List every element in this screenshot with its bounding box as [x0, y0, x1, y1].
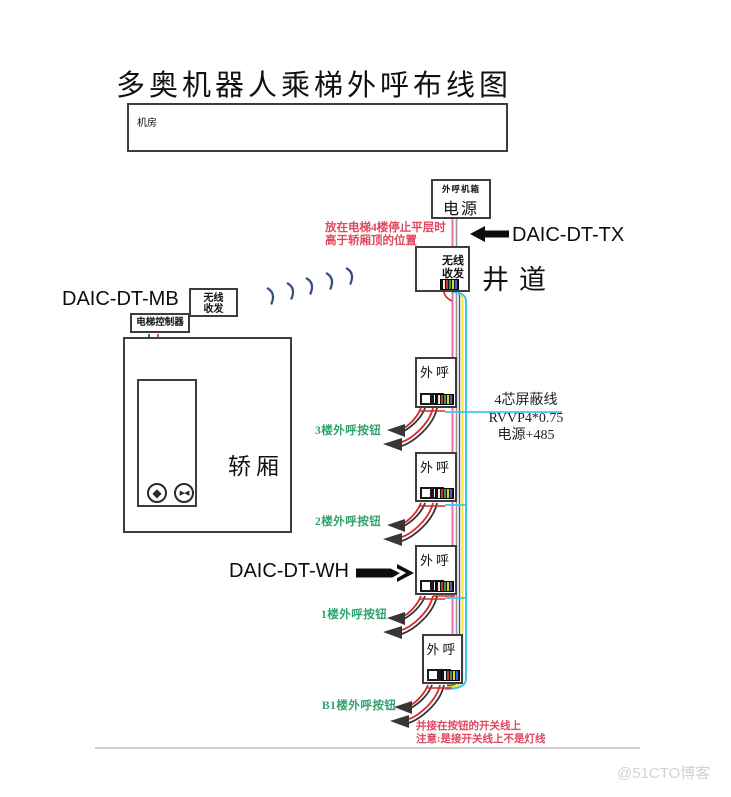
- cable-spec-line2: RVVP4*0.75: [488, 410, 564, 426]
- shaft-label: 井道: [482, 265, 556, 295]
- machine-room-box: 机房: [127, 103, 508, 152]
- call-box-floorB1: 外呼: [422, 634, 463, 684]
- door-close-button: ▶◀: [174, 483, 194, 503]
- power-box: 外呼机箱 电源: [431, 179, 491, 219]
- floor1-button-wires: [383, 595, 445, 639]
- cable-spec: 4芯屏蔽线 RVVP4*0.75 电源+485: [468, 392, 584, 445]
- terminal-connector: [435, 394, 454, 405]
- terminal-square: [420, 487, 432, 499]
- car-operating-panel: ◆ ▶◀: [137, 379, 197, 507]
- transceiver-label-line1: 无线: [203, 293, 224, 304]
- terminal-connector: [440, 279, 459, 290]
- floor2-button-label: 2楼外呼按钮: [315, 516, 382, 528]
- machine-room-label: 机房: [137, 118, 157, 129]
- call-box-floor1: 外呼: [415, 545, 457, 595]
- daic-dt-tx-label: DAIC-DT-TX: [512, 224, 625, 246]
- call-box-floor3: 外呼: [415, 357, 457, 408]
- bottom-divider: [95, 747, 640, 749]
- car-transceiver-label: 无线 收发: [191, 293, 236, 315]
- wiring-note: 并接在按钮的开关线上 注意:是接开关线上不是灯线: [416, 720, 546, 746]
- daic-dt-wh-label: DAIC-DT-WH: [229, 560, 349, 582]
- door-close-button-icon: ▶◀: [179, 489, 190, 497]
- wireless-signal-arcs: [266, 267, 354, 305]
- wh-arrow: [356, 564, 414, 582]
- terminal-square: [420, 393, 432, 405]
- terminal-connector: [441, 670, 460, 681]
- tx-arrow: [470, 226, 509, 242]
- call-box-label: 外呼: [419, 460, 452, 475]
- wiring-note-line1: 并接在按钮的开关线上: [416, 721, 521, 732]
- tx-position-note-line1: 放在电梯4楼停止平层时: [325, 222, 446, 234]
- floorB1-button-label: B1楼外呼按钮: [322, 700, 397, 712]
- power-box-caption: 外呼机箱: [441, 184, 480, 194]
- terminal-square: [420, 580, 432, 592]
- call-box-floor2: 外呼: [415, 452, 457, 502]
- elevator-car-box: ◆ ▶◀ 轿厢: [123, 337, 292, 533]
- car-transceiver-box: 无线 收发: [189, 288, 238, 317]
- page-title: 多奥机器人乘梯外呼布线图: [116, 70, 513, 102]
- cable-spec-line3: 电源+485: [497, 428, 555, 443]
- call-box-label: 外呼: [419, 553, 452, 568]
- car-label: 轿厢: [228, 454, 284, 479]
- watermark: @51CTO博客: [617, 765, 711, 782]
- terminal-connector: [435, 488, 454, 499]
- call-box-label: 外呼: [419, 365, 452, 380]
- daic-dt-mb-label: DAIC-DT-MB: [62, 288, 179, 310]
- transceiver-label-line2: 收发: [442, 267, 464, 280]
- call-box-label: 外呼: [426, 642, 459, 657]
- floor2-button-wires: [383, 502, 445, 546]
- elevator-controller-box: 电梯控制器: [130, 313, 190, 333]
- power-box-label: 电源: [442, 201, 479, 218]
- tx-position-note-line2: 高于轿厢顶的位置: [325, 235, 417, 247]
- shaft-transceiver-label: 无线 收发: [442, 255, 464, 280]
- terminal-connector: [435, 581, 454, 592]
- terminal-square: [427, 669, 439, 681]
- elevator-controller-label: 电梯控制器: [136, 318, 184, 328]
- tx-position-note: 放在电梯4楼停止平层时 高于轿厢顶的位置: [325, 222, 446, 248]
- door-open-button-icon: ◆: [152, 486, 162, 500]
- wiring-note-line2: 注意:是接开关线上不是灯线: [416, 734, 546, 745]
- transceiver-label-line2: 收发: [203, 304, 224, 315]
- transceiver-label-line1: 无线: [442, 255, 464, 267]
- shaft-transceiver-box: 无线 收发: [415, 246, 470, 292]
- floor3-button-wires: [383, 407, 445, 451]
- floor1-button-label: 1楼外呼按钮: [321, 609, 388, 621]
- floor3-button-label: 3楼外呼按钮: [315, 425, 382, 437]
- cable-spec-line1: 4芯屏蔽线: [494, 393, 558, 408]
- door-open-button: ◆: [147, 483, 167, 503]
